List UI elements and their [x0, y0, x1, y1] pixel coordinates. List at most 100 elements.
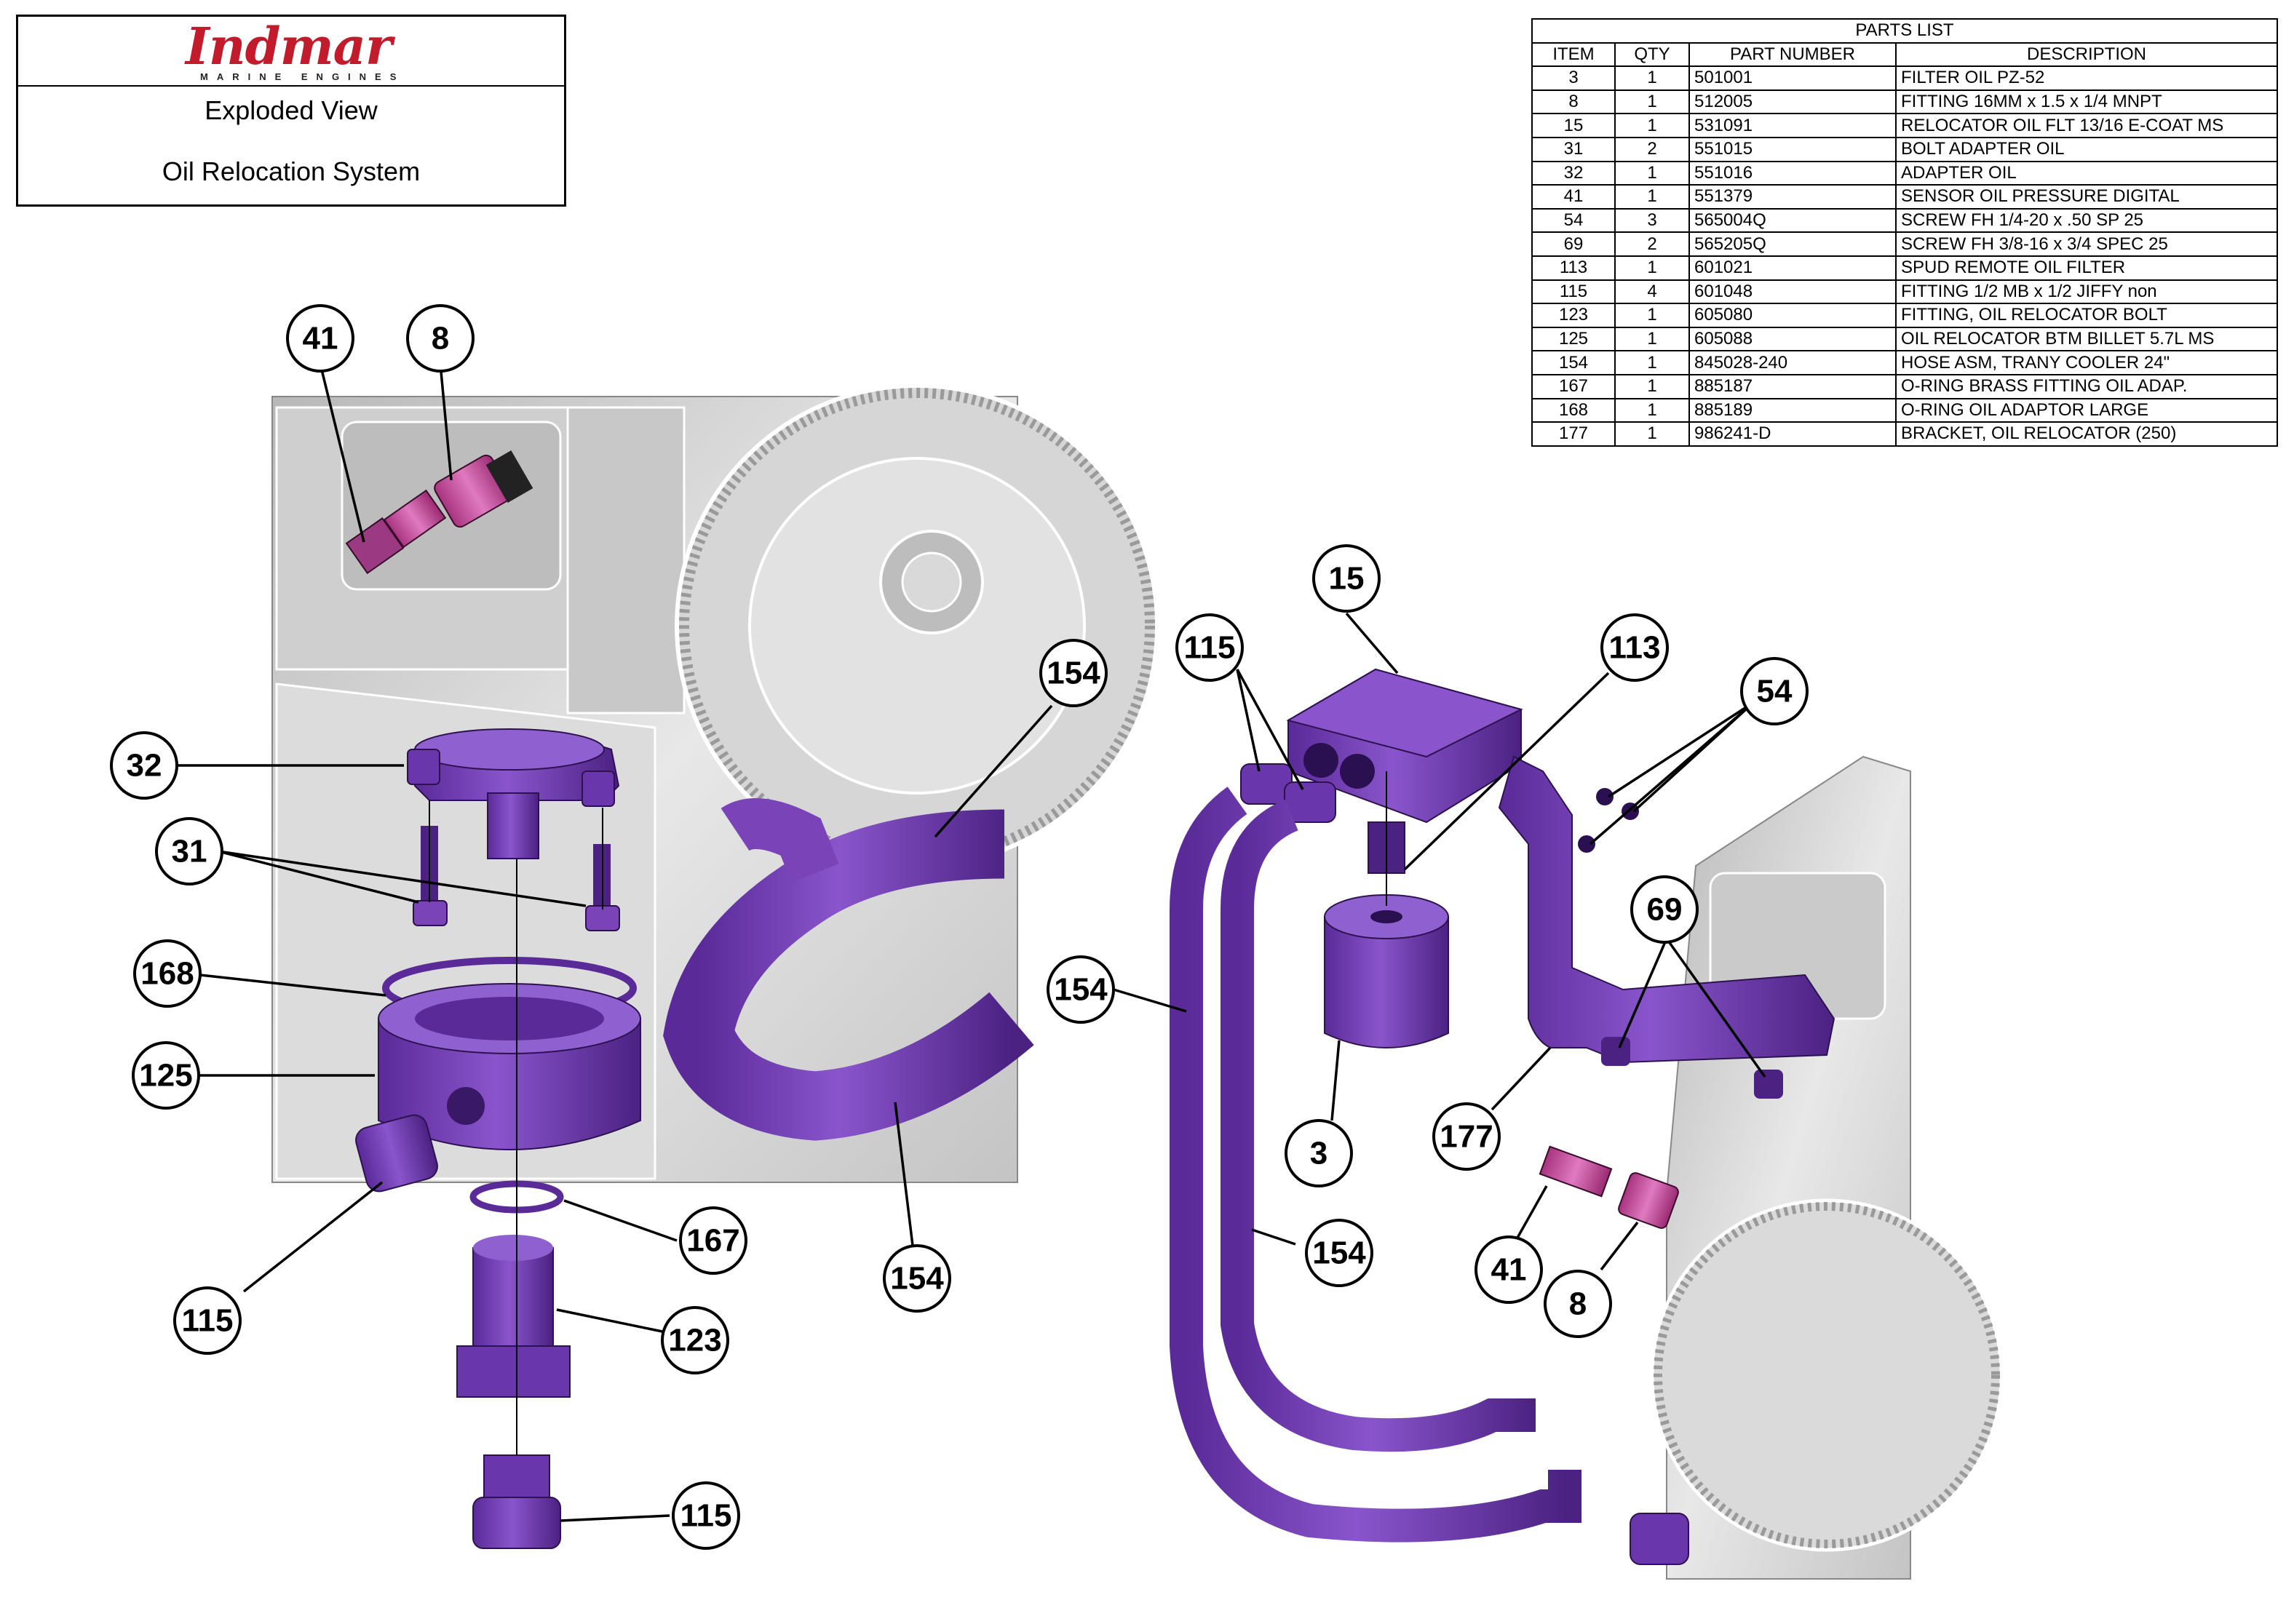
- cell-item: 8: [1531, 89, 1616, 115]
- callout-15: 15: [1312, 544, 1381, 613]
- cooler-hose-154-right: [1170, 787, 1581, 1543]
- callout-154-bottom-left: 154: [883, 1244, 951, 1313]
- logo: Indmar MARINE ENGINES: [18, 17, 564, 87]
- cell-item: 154: [1531, 350, 1616, 375]
- callout-115-left: 115: [173, 1286, 242, 1355]
- cell-part-number: 512005: [1688, 89, 1897, 115]
- cell-description: HOSE ASM, TRANY COOLER 24": [1895, 350, 2278, 375]
- svg-text:113: 113: [1609, 630, 1661, 666]
- header-item: ITEM: [1531, 41, 1616, 68]
- cell-item: 125: [1531, 326, 1616, 352]
- svg-text:167: 167: [686, 1223, 739, 1259]
- callout-3: 3: [1285, 1119, 1353, 1187]
- svg-text:154: 154: [1054, 972, 1108, 1008]
- svg-text:177: 177: [1440, 1119, 1493, 1155]
- leader-lines: [175, 363, 1766, 1522]
- svg-text:69: 69: [1647, 892, 1683, 928]
- cell-item: 31: [1531, 136, 1616, 162]
- cell-item: 32: [1531, 160, 1616, 186]
- callout-8-right: 8: [1544, 1270, 1612, 1338]
- callout-8-top: 8: [406, 304, 475, 373]
- cell-description: O-RING BRASS FITTING OIL ADAP.: [1895, 373, 2278, 399]
- cooler-hose-154-left: [663, 798, 1034, 1141]
- jiffy-fitting-115-engine: [1630, 1513, 1689, 1565]
- callout-113: 113: [1600, 613, 1669, 682]
- cell-qty: 3: [1614, 207, 1690, 234]
- cell-item: 113: [1531, 255, 1616, 281]
- svg-text:31: 31: [172, 834, 207, 869]
- cell-qty: 1: [1614, 255, 1690, 281]
- cell-part-number: 551379: [1688, 184, 1897, 210]
- drawing-subtitle: Oil Relocation System: [162, 156, 421, 186]
- callout-154-top-left: 154: [1039, 639, 1108, 707]
- pressure-sensor-41-mounted: [345, 489, 447, 575]
- svg-text:115: 115: [680, 1498, 732, 1534]
- header-description: DESCRIPTION: [1895, 41, 2278, 68]
- cell-description: FITTING 1/2 MB x 1/2 JIFFY non: [1895, 279, 2278, 305]
- cell-part-number: 605088: [1688, 326, 1897, 352]
- cell-item: 41: [1531, 184, 1616, 210]
- cell-part-number: 986241-D: [1688, 421, 1897, 447]
- screws-54: [1578, 788, 1639, 853]
- oil-filter-3: [1324, 894, 1449, 1048]
- cell-description: SCREW FH 1/4-20 x .50 SP 25: [1895, 207, 2278, 234]
- svg-text:125: 125: [139, 1058, 192, 1094]
- cell-qty: 1: [1614, 326, 1690, 352]
- cell-item: 123: [1531, 303, 1616, 328]
- svg-text:54: 54: [1757, 674, 1793, 709]
- svg-text:8: 8: [432, 321, 449, 357]
- callout-54: 54: [1740, 657, 1809, 725]
- callout-125: 125: [132, 1041, 200, 1110]
- cell-part-number: 551015: [1688, 136, 1897, 162]
- title-block: Indmar MARINE ENGINES Exploded View Oil …: [16, 15, 566, 207]
- callout-115-relocator: 115: [1175, 613, 1244, 682]
- svg-text:115: 115: [1184, 630, 1236, 666]
- cell-qty: 1: [1614, 373, 1690, 399]
- cell-qty: 1: [1614, 184, 1690, 210]
- cell-description: FITTING 16MM x 1.5 x 1/4 MNPT: [1895, 89, 2278, 115]
- cell-description: SPUD REMOTE OIL FILTER: [1895, 255, 2278, 281]
- cell-part-number: 601021: [1688, 255, 1897, 281]
- cell-part-number: 501001: [1688, 65, 1897, 91]
- svg-text:123: 123: [668, 1323, 721, 1358]
- cell-description: SENSOR OIL PRESSURE DIGITAL: [1895, 184, 2278, 210]
- cell-item: 167: [1531, 373, 1616, 399]
- cell-qty: 4: [1614, 279, 1690, 305]
- cell-item: 15: [1531, 113, 1616, 138]
- svg-text:8: 8: [1569, 1286, 1587, 1322]
- jiffy-fitting-115-bottom: [472, 1454, 561, 1549]
- callout-32: 32: [110, 731, 178, 800]
- svg-text:154: 154: [890, 1261, 944, 1297]
- cell-part-number: 531091: [1688, 113, 1897, 138]
- cell-description: FITTING, OIL RELOCATOR BOLT: [1895, 303, 2278, 328]
- bracket-177: [1498, 755, 1835, 1064]
- callout-154-mid: 154: [1047, 955, 1115, 1024]
- fitting-8-exploded: [1618, 1172, 1679, 1229]
- cell-qty: 2: [1614, 231, 1690, 257]
- svg-text:115: 115: [182, 1303, 234, 1339]
- cell-description: RELOCATOR OIL FLT 13/16 E-COAT MS: [1895, 113, 2278, 138]
- cell-item: 69: [1531, 231, 1616, 257]
- callout-115-bottom: 115: [672, 1481, 740, 1550]
- cell-item: 3: [1531, 65, 1616, 91]
- cell-part-number: 885189: [1688, 397, 1897, 423]
- callout-154-lower: 154: [1305, 1219, 1373, 1287]
- header-part-number: PART NUMBER: [1688, 41, 1897, 68]
- svg-text:3: 3: [1310, 1136, 1327, 1171]
- oil-adapter-32: [407, 728, 620, 859]
- svg-text:154: 154: [1312, 1235, 1366, 1271]
- cell-qty: 1: [1614, 303, 1690, 328]
